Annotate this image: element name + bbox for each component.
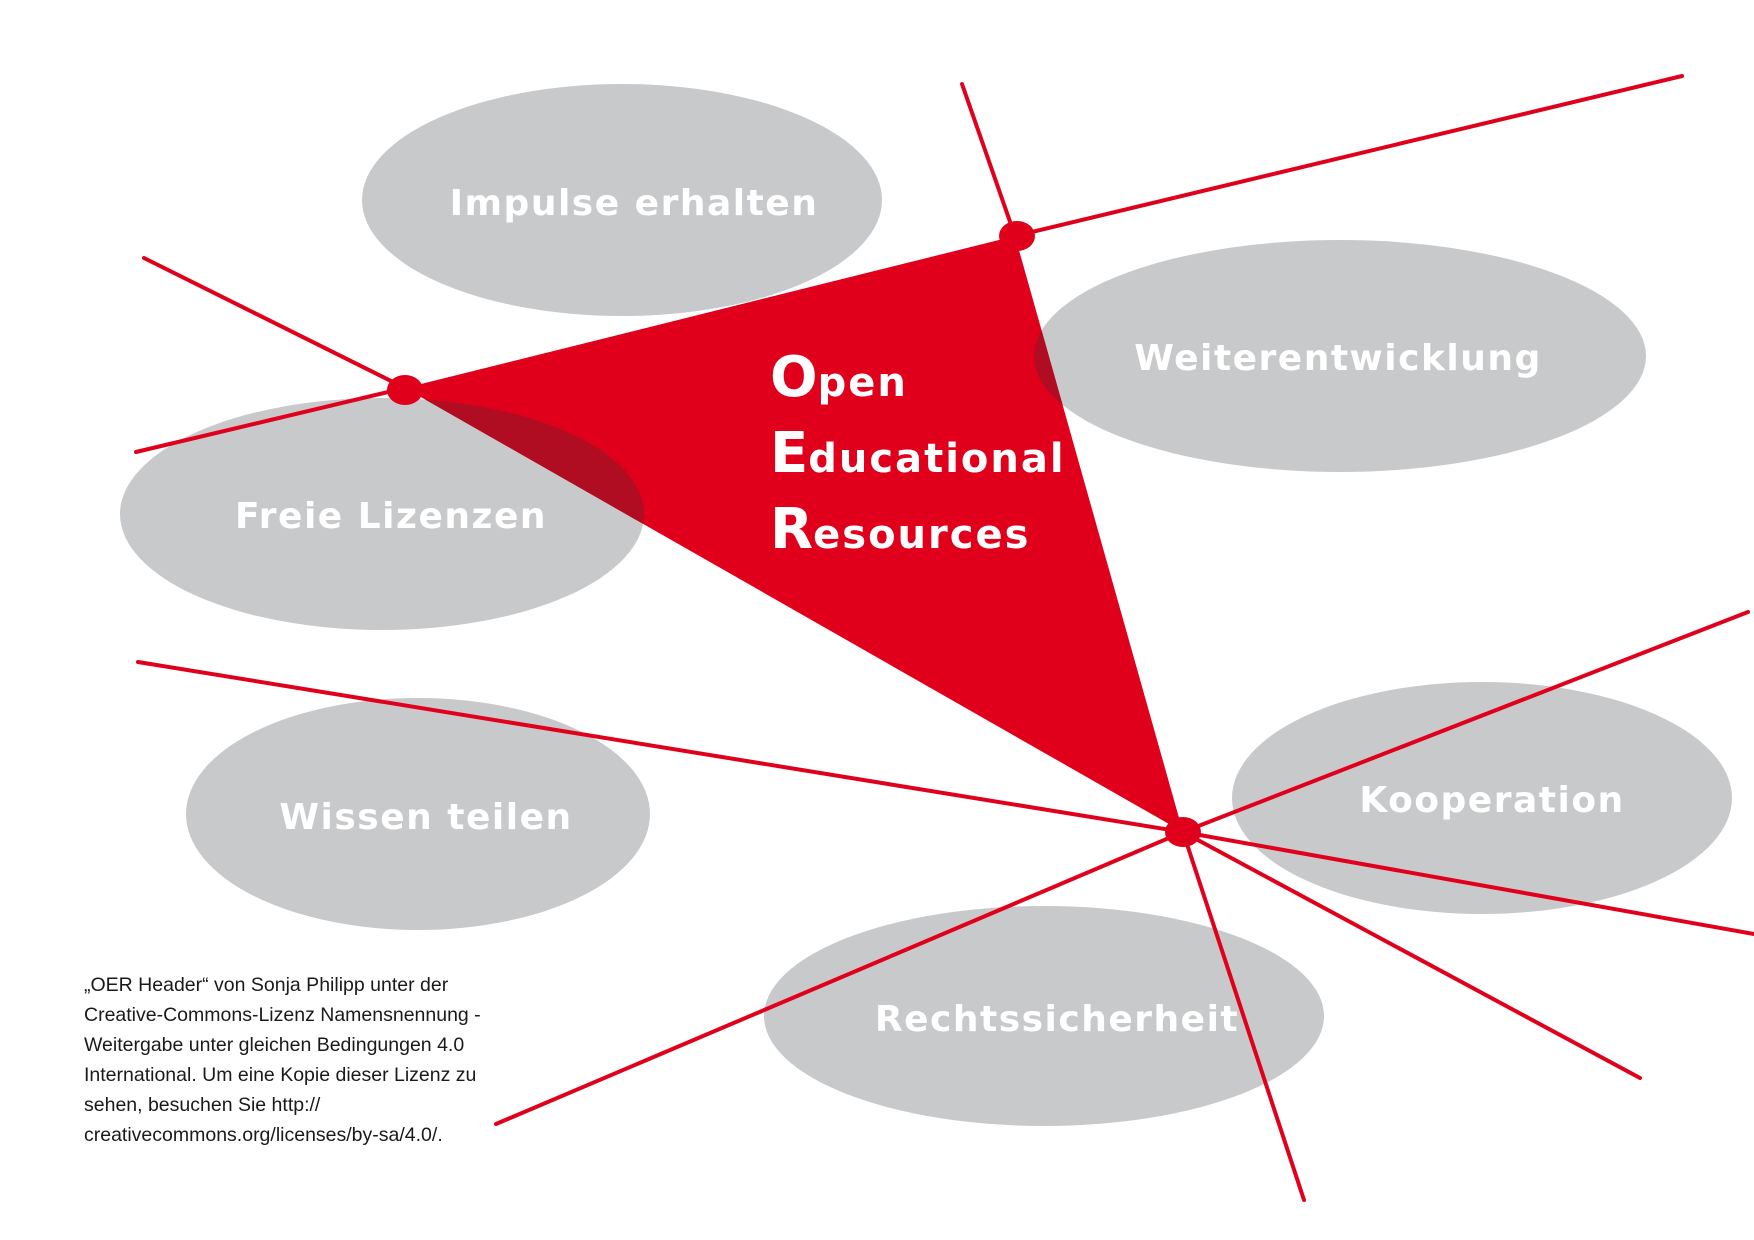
oer-line-educational: Educational xyxy=(770,421,1066,486)
node-top xyxy=(999,221,1035,251)
oer-rest-educational: ducational xyxy=(808,436,1065,482)
ray-group xyxy=(134,74,1754,1202)
bubble-freie-lizenzen xyxy=(120,398,644,630)
bubble-group xyxy=(120,84,1732,1126)
oer-rest-open: pen xyxy=(818,360,908,406)
bubble-wissen-teilen xyxy=(186,698,650,930)
credit-line: sehen, besuchen Sie http:// xyxy=(84,1094,321,1116)
credit-line: Weitergabe unter gleichen Bedingungen 4.… xyxy=(84,1034,465,1056)
label-wissen-teilen: Wissen teilen xyxy=(279,797,572,838)
ray-down xyxy=(1181,830,1306,1202)
ray-kooperation xyxy=(1181,610,1750,834)
license-credit: „OER Header“ von Sonja Philipp unter der… xyxy=(84,970,494,1150)
ray-rechtssicherheit xyxy=(494,830,1185,1126)
node-group xyxy=(387,221,1201,847)
ray-down-right xyxy=(1181,830,1642,1080)
credit-line: International. Um eine Kopie dieser Lize… xyxy=(84,1064,477,1086)
credit-line: creativecommons.org/licenses/by-sa/4.0/. xyxy=(84,1124,443,1146)
oer-line-resources: Resources xyxy=(770,497,1030,562)
ray-top-right xyxy=(1013,74,1684,238)
oer-rest-resources: esources xyxy=(813,512,1030,558)
label-rechtssicherheit: Rechtssicherheit xyxy=(875,999,1239,1040)
label-weiterentwicklung: Weiterentwicklung xyxy=(1134,338,1542,379)
oer-line-open: Open xyxy=(770,345,908,410)
ray-long-left xyxy=(136,660,1185,834)
label-kooperation: Kooperation xyxy=(1359,780,1624,821)
bubble-labels: Impulse erhalten Weiterentwicklung Freie… xyxy=(235,183,1624,1040)
bubble-impulse-erhalten xyxy=(362,84,882,316)
oer-initial-o: O xyxy=(770,345,818,410)
credit-line: Creative-Commons-Lizenz Namensnennung - xyxy=(84,1004,481,1026)
node-bottom xyxy=(1165,817,1201,847)
oer-triangle xyxy=(405,236,1183,832)
oer-wordmark: Open Educational Resources xyxy=(770,345,1066,562)
bubble-weiterentwicklung xyxy=(1034,240,1646,472)
ray-top-left xyxy=(134,386,407,454)
ray-left-up xyxy=(142,256,407,390)
node-left xyxy=(387,375,423,405)
credit-line: „OER Header“ von Sonja Philipp unter der xyxy=(84,974,449,996)
ray-up xyxy=(960,82,1017,238)
bubble-kooperation xyxy=(1232,682,1732,914)
bubble-rechtssicherheit xyxy=(764,906,1324,1126)
oer-initial-r: R xyxy=(770,497,813,562)
oer-initial-e: E xyxy=(770,421,808,486)
label-impulse-erhalten: Impulse erhalten xyxy=(450,183,819,224)
label-freie-lizenzen: Freie Lizenzen xyxy=(235,496,547,537)
ray-long-right xyxy=(1181,830,1754,936)
